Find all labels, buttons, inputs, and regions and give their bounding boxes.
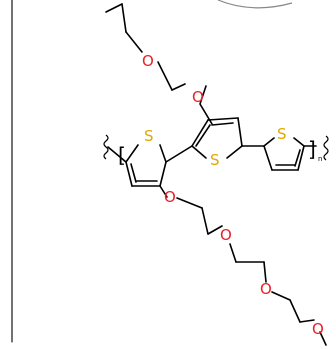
lower-side-chain [176,197,327,346]
oxygen-atom-3: O [164,188,176,206]
oxygen-atom-1: O [142,52,154,70]
right-thiophene-ring [263,137,317,171]
oxygen-atom-4: O [220,226,232,244]
oxygen-atom-6: O [312,320,324,338]
central-thiophene-ring [165,117,265,163]
oxygen-atom-2: O [192,88,204,106]
sulfur-atom-left: S [144,127,154,145]
bracket-open-symbol: [ [118,143,126,167]
sulfur-atom-central: S [210,151,220,169]
sulfur-atom-right: S [277,125,287,143]
polymer-bracket-left: [ [103,134,127,167]
bracket-close-symbol: ] [308,137,316,161]
left-thiophene-ring [125,144,168,198]
sulfur-atoms: S S S [144,125,287,169]
repeat-unit-subscript: n [318,155,322,163]
oxygen-atom-5: O [260,280,272,298]
polymer-bracket-right: ] n [308,135,329,163]
oxygen-atoms: O O O O O O [142,52,324,338]
frame-top-arc [217,0,293,9]
upper-side-chain [105,3,213,125]
